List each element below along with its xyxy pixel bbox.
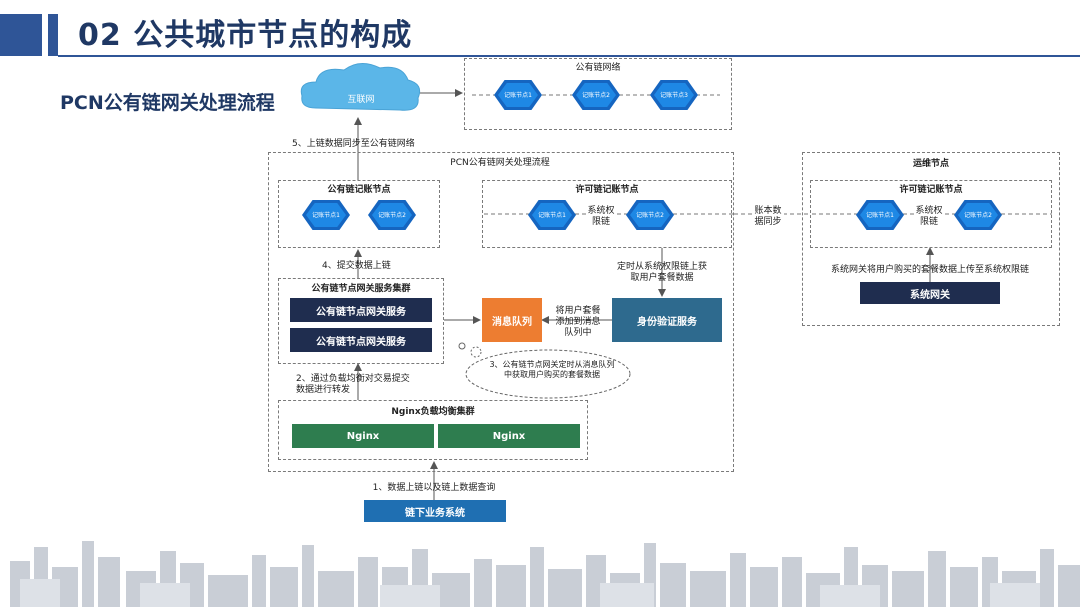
title-accent-bar — [48, 14, 58, 56]
nginx-cluster-title: Nginx负载均衡集群 — [391, 407, 475, 417]
gateway-service-box: 公有链节点网关服务 — [290, 298, 432, 322]
gateway-cluster-title: 公有链节点网关服务集群 — [311, 284, 411, 294]
step4-label: 4、提交数据上链 — [322, 261, 391, 271]
title-underline — [58, 55, 1080, 57]
add-to-queue-label: 将用户套餐添加到消息队列中 — [555, 306, 601, 338]
gateway-cluster-box — [278, 278, 444, 364]
thought-cloud — [465, 349, 631, 399]
step2-label: 2、通过负载均衡对交易提交数据进行转发 — [296, 374, 410, 395]
ledger-node-icon: 记账节点2 — [954, 200, 1002, 230]
ledger-node-icon: 记账节点1 — [302, 200, 350, 230]
nginx-box: Nginx — [438, 424, 580, 448]
main-flow-box — [268, 152, 734, 472]
ops-permit-title: 许可链记账节点 — [899, 185, 963, 195]
nginx-box: Nginx — [292, 424, 434, 448]
ops-link-label: 系统权限链 — [914, 206, 944, 228]
main-flow-title: PCN公有链网关处理流程 — [450, 158, 550, 168]
permit-ledger-title: 许可链记账节点 — [575, 185, 639, 195]
step5-label: 5、上链数据同步至公有链网络 — [292, 139, 415, 149]
ledger-node-icon: 记账节点1 — [494, 80, 542, 110]
ledger-sync-label: 账本数据同步 — [752, 206, 784, 228]
thought-dot — [458, 342, 466, 350]
ops-permit-box — [810, 180, 1052, 248]
city-skyline-decoration — [0, 527, 1080, 607]
title-accent-block — [0, 14, 42, 56]
public-ledger-title: 公有链记账节点 — [327, 185, 391, 195]
permit-ledger-box — [482, 180, 732, 248]
fetch-permit-label: 定时从系统权限链上获取用户套餐数据 — [616, 262, 707, 283]
ledger-node-icon: 记账节点1 — [528, 200, 576, 230]
ledger-node-icon: 记账节点1 — [856, 200, 904, 230]
nginx-cluster-box — [278, 400, 588, 460]
ops-node-title: 运维节点 — [912, 159, 950, 169]
thought-dot — [470, 346, 482, 358]
identity-service-box: 身份验证服务 — [612, 298, 722, 342]
ledger-node-icon: 记账节点2 — [626, 200, 674, 230]
slide-title: 02 公共城市节点的构成 — [78, 18, 413, 53]
ledger-node-icon: 记账节点2 — [368, 200, 416, 230]
public-ledger-box — [278, 180, 440, 248]
ledger-node-icon: 记账节点2 — [572, 80, 620, 110]
public-network-box — [464, 58, 732, 130]
offchain-system-box: 链下业务系统 — [364, 500, 506, 522]
public-network-title: 公有链网络 — [575, 63, 621, 73]
step3-label: 3、公有链节点网关定时从消息队列中获取用户购买的套餐数据 — [489, 360, 615, 379]
ledger-node-icon: 记账节点3 — [650, 80, 698, 110]
internet-label: 互联网 — [347, 95, 375, 105]
message-queue-box: 消息队列 — [482, 298, 542, 342]
step1-label: 1、数据上链以及链上数据查询 — [372, 483, 496, 493]
ops-node-box — [802, 152, 1060, 326]
diagram-subtitle: PCN公有链网关处理流程 — [60, 92, 275, 114]
ops-upload-note: 系统网关将用户购买的套餐数据上传至系统权限链 — [830, 265, 1030, 275]
gateway-service-box: 公有链节点网关服务 — [290, 328, 432, 352]
permit-link-label: 系统权限链 — [586, 206, 616, 228]
system-gateway-box: 系统网关 — [860, 282, 1000, 304]
internet-cloud-icon — [300, 63, 421, 111]
